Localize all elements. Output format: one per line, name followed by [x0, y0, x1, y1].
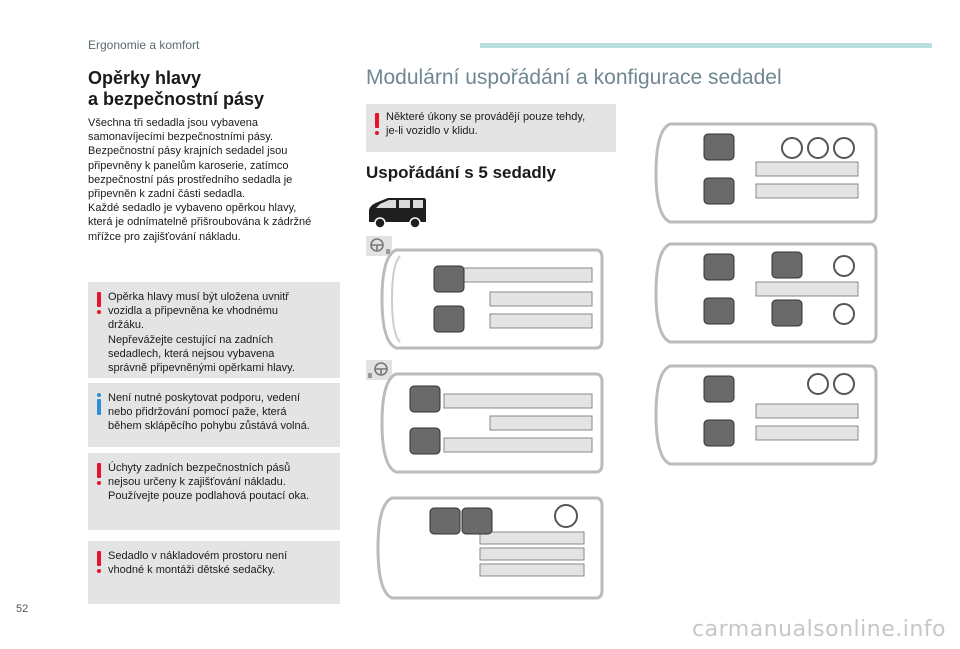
note-line: držáku. — [108, 319, 145, 332]
seat-layout-diagram — [648, 360, 880, 470]
body-line: připevněn k zadní části sedadla. — [88, 188, 246, 201]
note-line: Opěrka hlavy musí být uložena uvnitř — [108, 291, 289, 303]
note-line: během sklápěcího pohybu zůstává volná. — [108, 420, 310, 433]
headrests-body: Všechna tři sedadla jsou vybavena samona… — [88, 116, 340, 244]
header-rule — [480, 43, 932, 48]
note-line: vhodné k montáži dětské sedačky. — [108, 564, 276, 577]
seat-layout-diagram — [370, 492, 606, 604]
warning-note-headrest: Opěrka hlavy musí být uložena uvnitř voz… — [88, 282, 340, 378]
warning-note-child-seat: Sedadlo v nákladovém prostoru není vhodn… — [88, 541, 340, 604]
headrests-title-line1: Opěrky hlavy — [88, 68, 202, 88]
five-seat-subtitle: Uspořádání s 5 sedadly — [366, 163, 556, 182]
body-line: Každé sedadlo je vybaveno opěrkou hlavy, — [88, 202, 297, 215]
warning-note-stationary: Některé úkony se provádějí pouze tehdy, … — [366, 104, 616, 152]
headrests-title-line2: a bezpečnostní pásy — [88, 89, 265, 109]
note-line: sedadlech, která nejsou vybavena — [108, 347, 275, 360]
seat-layout-diagram — [648, 238, 880, 348]
note-line: je-li vozidlo v klidu. — [386, 125, 478, 137]
seat-layout-diagram — [648, 118, 880, 228]
page-number: 52 — [16, 603, 29, 615]
note-line: správně připevněnými opěrkami hlavy. — [108, 362, 295, 375]
body-line: Bezpečnostní pásy krajních sedadel jsou — [88, 145, 288, 158]
exclamation-icon — [96, 463, 102, 485]
steering-wheel-icon — [366, 236, 392, 256]
seat-layout-diagram — [374, 240, 606, 358]
section-label: Ergonomie a komfort — [88, 38, 200, 52]
note-line: Některé úkony se provádějí pouze tehdy, — [386, 111, 586, 123]
note-line: Úchyty zadních bezpečnostních pásů — [108, 462, 291, 474]
exclamation-icon — [96, 292, 102, 314]
body-line: mřížce pro zajišťování nákladu. — [88, 230, 241, 243]
note-line: Sedadlo v nákladovém prostoru není — [108, 550, 288, 562]
note-line: Používejte pouze podlahová poutací oka. — [108, 490, 310, 503]
headrests-title: Opěrky hlavy a bezpečnostní pásy — [88, 68, 338, 110]
modular-title: Modulární uspořádání a konfigurace sedad… — [366, 66, 782, 89]
body-line: samonavíjecími bezpečnostními pásy. — [88, 131, 274, 144]
note-line: Nepřevážejte cestující na zadních — [108, 333, 274, 346]
note-line: nebo přidržování pomocí paže, která — [108, 406, 287, 419]
body-line: bezpečnostní pás prostředního sedadla je — [88, 173, 293, 186]
exclamation-icon — [96, 551, 102, 573]
info-icon — [96, 393, 102, 415]
body-line: která je odnímatelně přišroubována k zád… — [88, 216, 312, 229]
exclamation-icon — [374, 113, 380, 135]
warning-note-belt-anchors: Úchyty zadních bezpečnostních pásů nejso… — [88, 453, 340, 530]
van-side-icon — [366, 196, 428, 230]
body-line: připevněny k panelům karoserie, zatímco — [88, 159, 289, 172]
watermark: carmanualsonline.info — [692, 617, 946, 642]
note-line: nejsou určeny k zajišťování nákladu. — [108, 476, 286, 489]
steering-wheel-icon — [366, 360, 392, 380]
seat-layout-diagram — [374, 364, 606, 482]
body-line: Všechna tři sedadla jsou vybavena — [88, 117, 258, 129]
info-note-folding: Není nutné poskytovat podporu, vedení ne… — [88, 383, 340, 447]
note-line: vozidla a připevněna ke vhodnému — [108, 305, 279, 318]
note-line: Není nutné poskytovat podporu, vedení — [108, 392, 301, 404]
